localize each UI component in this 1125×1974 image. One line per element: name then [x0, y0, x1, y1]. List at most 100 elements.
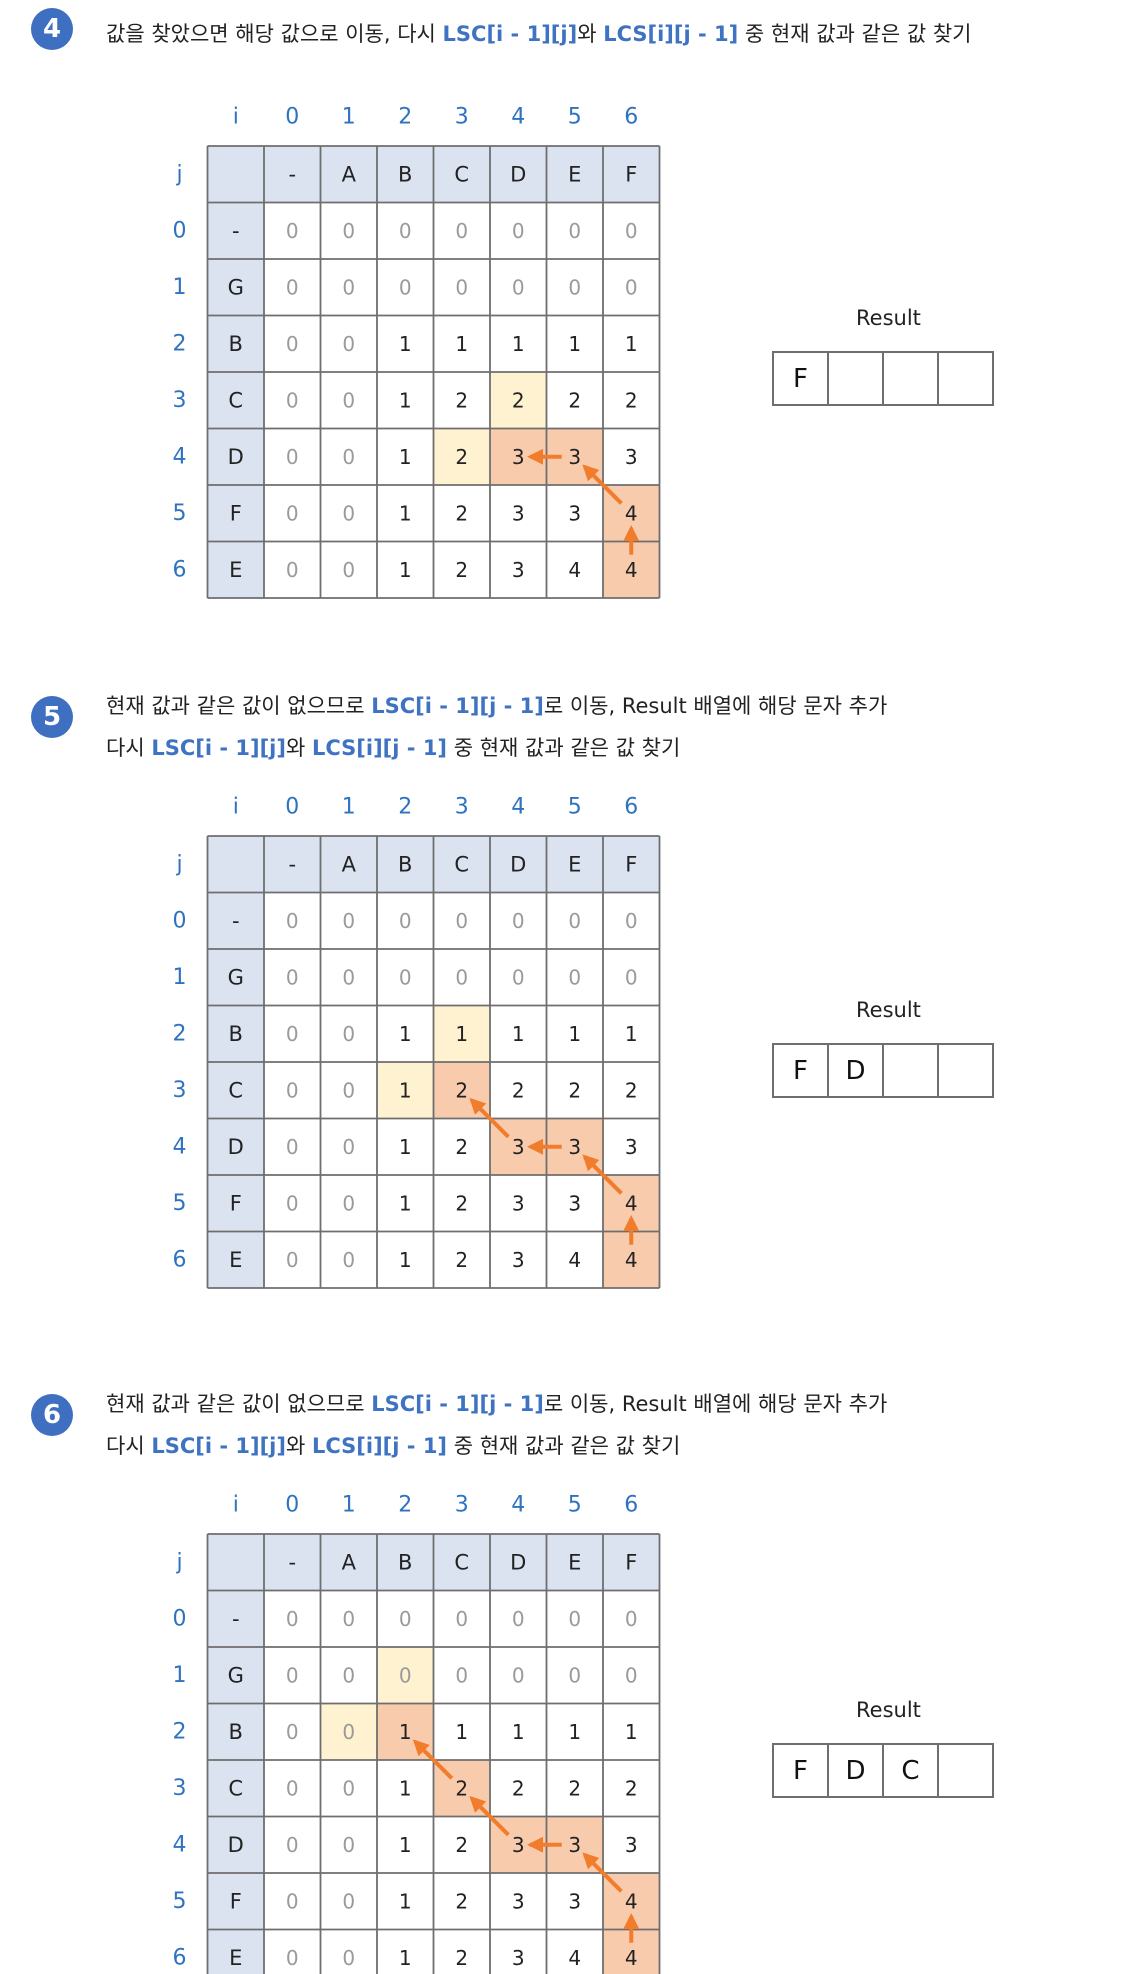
dp-value: 2	[625, 1776, 638, 1800]
dp-value: 2	[455, 1889, 468, 1913]
dp-value: 1	[512, 1720, 525, 1744]
column-index: 5	[568, 105, 582, 130]
dp-value: 2	[455, 1248, 468, 1272]
candidate-cell-highlight	[433, 1005, 490, 1062]
dp-value: 3	[512, 1946, 525, 1970]
step-number-badge: 5	[31, 696, 73, 738]
dp-value: 1	[399, 558, 412, 582]
dp-value: 3	[512, 558, 525, 582]
dp-value: 3	[568, 1889, 581, 1913]
string-a-letter: E	[568, 1550, 581, 1574]
dp-value: 2	[512, 1776, 525, 1800]
row-index: 1	[173, 275, 187, 300]
string-a-letter: D	[510, 852, 526, 876]
dp-value: 3	[512, 1191, 525, 1215]
string-b-letter: C	[228, 388, 243, 412]
dp-value: 0	[286, 275, 299, 299]
dp-value: 2	[455, 1946, 468, 1970]
instruction-line: 값을 찾았으면 해당 값으로 이동, 다시 LSC[i - 1][j]와 LCS…	[106, 18, 972, 48]
string-a-letter: E	[568, 852, 581, 876]
dp-value: 1	[399, 1191, 412, 1215]
i-axis-label: i	[233, 1493, 239, 1518]
dp-value: 4	[568, 558, 581, 582]
column-index: 1	[342, 105, 356, 130]
dp-value: 1	[399, 1776, 412, 1800]
instruction-line: 다시 LSC[i - 1][j]와 LCS[i][j - 1] 중 현재 값과 …	[106, 1430, 680, 1460]
formula-highlight: LSC[i - 1][j]	[151, 1434, 286, 1458]
dp-value: 0	[286, 1776, 299, 1800]
dp-value: 0	[342, 1776, 355, 1800]
row-index: 3	[173, 388, 187, 413]
string-b-letter: E	[229, 1946, 242, 1970]
candidate-cell-highlight	[377, 1062, 434, 1119]
row-index: 0	[173, 218, 187, 243]
dp-value: 1	[625, 1720, 638, 1744]
dp-value: 0	[286, 1833, 299, 1857]
dp-value: 0	[455, 965, 468, 989]
dp-value: 2	[455, 1776, 468, 1800]
dp-value: 0	[568, 1663, 581, 1687]
candidate-cell-highlight	[320, 1703, 377, 1760]
dp-value: 1	[455, 332, 468, 356]
instruction-text: 현재 값과 같은 값이 없으므로	[106, 694, 372, 718]
dp-value: 4	[625, 501, 638, 525]
row-index: 2	[173, 1021, 187, 1046]
string-a-letter: -	[288, 162, 296, 186]
result-cell: F	[774, 353, 829, 404]
dp-value: 3	[625, 1135, 638, 1159]
column-index: 2	[398, 1493, 412, 1518]
formula-highlight: LCS[i][j - 1]	[311, 1434, 448, 1458]
dp-value: 2	[455, 1135, 468, 1159]
dp-value: 0	[625, 219, 638, 243]
step-4: 4 값을 찾았으면 해당 값으로 이동, 다시 LSC[i - 1][j]와 L…	[0, 0, 1125, 620]
row-index: 6	[173, 1945, 187, 1970]
result-cell	[884, 1045, 939, 1096]
dp-value: 2	[455, 501, 468, 525]
column-index: 1	[342, 795, 356, 820]
result-cell	[939, 353, 992, 404]
dp-value: 0	[286, 909, 299, 933]
dp-value: 2	[455, 388, 468, 412]
dp-value: 3	[568, 1135, 581, 1159]
dp-value: 3	[568, 501, 581, 525]
dp-value: 0	[342, 501, 355, 525]
dp-value: 2	[455, 1191, 468, 1215]
result-label: Result	[856, 1698, 921, 1722]
dp-value: 1	[399, 1889, 412, 1913]
column-index: 2	[398, 105, 412, 130]
row-index: 1	[173, 965, 187, 990]
row-index: 0	[173, 1606, 187, 1631]
result-cell: D	[829, 1745, 884, 1796]
dp-value: 2	[512, 388, 525, 412]
i-axis-label: i	[233, 105, 239, 130]
dp-value: 1	[455, 1022, 468, 1046]
string-b-letter: B	[229, 1022, 243, 1046]
dp-value: 0	[286, 388, 299, 412]
instruction-line: 다시 LSC[i - 1][j]와 LCS[i][j - 1] 중 현재 값과 …	[106, 732, 680, 762]
dp-value: 0	[512, 1607, 525, 1631]
dp-value: 0	[286, 1946, 299, 1970]
dp-value: 3	[512, 1833, 525, 1857]
instruction-text: 중 현재 값과 같은 값 찾기	[447, 1434, 681, 1458]
column-index: 3	[455, 1493, 469, 1518]
dp-value: 0	[342, 219, 355, 243]
string-b-letter: D	[228, 445, 244, 469]
dp-value: 0	[342, 1720, 355, 1744]
string-a-letter: D	[510, 1550, 526, 1574]
dp-value: 0	[286, 1022, 299, 1046]
dp-value: 0	[568, 909, 581, 933]
column-index: 6	[624, 795, 638, 820]
dp-value: 3	[512, 1889, 525, 1913]
result-cell	[884, 353, 939, 404]
instruction-text: 값을 찾았으면 해당 값으로 이동, 다시	[106, 22, 443, 46]
dp-value: 1	[399, 1078, 412, 1102]
instruction-text: 다시	[106, 736, 152, 760]
dp-value: 0	[286, 1135, 299, 1159]
string-b-letter: C	[228, 1776, 243, 1800]
dp-value: 0	[286, 1191, 299, 1215]
row-index: 5	[173, 1889, 187, 1914]
column-index: 6	[624, 1493, 638, 1518]
formula-highlight: LSC[i - 1][j]	[442, 22, 578, 46]
instruction-text: 다시	[106, 1434, 152, 1458]
dp-value: 0	[342, 1607, 355, 1631]
